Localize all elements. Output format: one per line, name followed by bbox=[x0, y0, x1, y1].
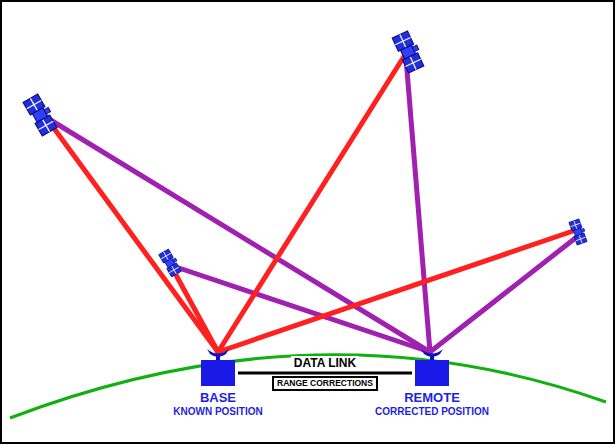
receiver-station: BASEKNOWN POSITION bbox=[173, 346, 262, 417]
data-link-bar bbox=[238, 372, 412, 375]
station-name: REMOTE bbox=[404, 391, 460, 406]
signal-line bbox=[42, 112, 218, 352]
signal-line bbox=[218, 50, 408, 352]
signal-line bbox=[173, 266, 430, 352]
receiver-icon bbox=[412, 346, 452, 386]
station-name: BASE bbox=[200, 391, 236, 406]
signal-line bbox=[406, 58, 430, 352]
satellite bbox=[569, 218, 588, 245]
signal-line bbox=[430, 236, 578, 352]
satellite bbox=[392, 30, 426, 73]
station-caption: CORRECTED POSITION bbox=[375, 406, 489, 418]
station-caption: KNOWN POSITION bbox=[173, 406, 262, 418]
signal-line bbox=[218, 230, 576, 352]
signal-line bbox=[44, 116, 430, 352]
satellite bbox=[23, 93, 59, 136]
link-caption: RANGE CORRECTIONS bbox=[272, 376, 378, 391]
receiver-icon bbox=[198, 346, 238, 386]
satellite bbox=[159, 248, 183, 277]
link-label: DATA LINK bbox=[291, 356, 359, 370]
earth-horizon bbox=[10, 355, 606, 418]
receiver-station: REMOTECORRECTED POSITION bbox=[375, 346, 489, 417]
